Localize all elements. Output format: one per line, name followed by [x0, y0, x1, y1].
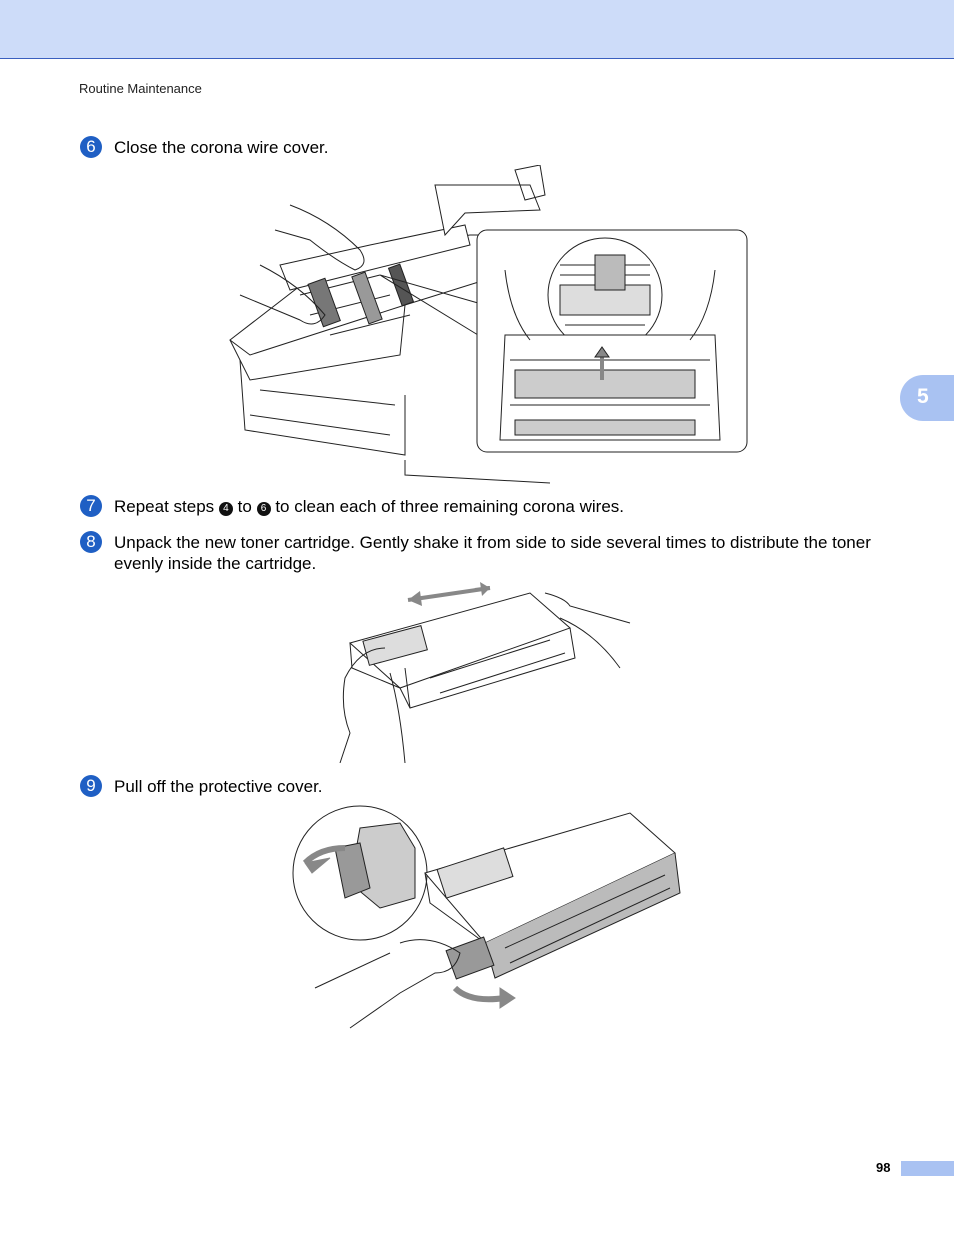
- step-6-badge: 6: [80, 136, 102, 158]
- running-header: Routine Maintenance: [79, 81, 202, 96]
- step-7-text-after: to clean each of three remaining corona …: [275, 497, 625, 516]
- toner-shake-illustration: [330, 578, 645, 763]
- step-7-text-mid: to: [237, 497, 252, 516]
- step-7-text-before: Repeat steps: [114, 497, 215, 516]
- step-4-reference-badge[interactable]: 4: [218, 502, 233, 516]
- step-8-text: Unpack the new toner cartridge. Gently s…: [114, 533, 871, 573]
- step-9-text: Pull off the protective cover.: [114, 777, 323, 796]
- protective-cover-illustration: [290, 803, 685, 1033]
- corona-cover-illustration: [220, 165, 750, 485]
- header-band: [0, 0, 954, 59]
- step-6-reference-badge[interactable]: 6: [256, 502, 271, 516]
- step-7-badge: 7: [80, 495, 102, 517]
- chapter-number: 5: [917, 385, 929, 408]
- chapter-tab[interactable]: 5: [900, 375, 954, 421]
- step-9-badge: 9: [80, 775, 102, 797]
- page-number: 98: [876, 1160, 891, 1175]
- step-6-text: Close the corona wire cover.: [114, 138, 329, 157]
- step-8-badge: 8: [80, 531, 102, 553]
- step-7-text: Repeat steps 4 to 6 to clean each of thr…: [114, 496, 894, 517]
- footer-bar: [901, 1161, 954, 1176]
